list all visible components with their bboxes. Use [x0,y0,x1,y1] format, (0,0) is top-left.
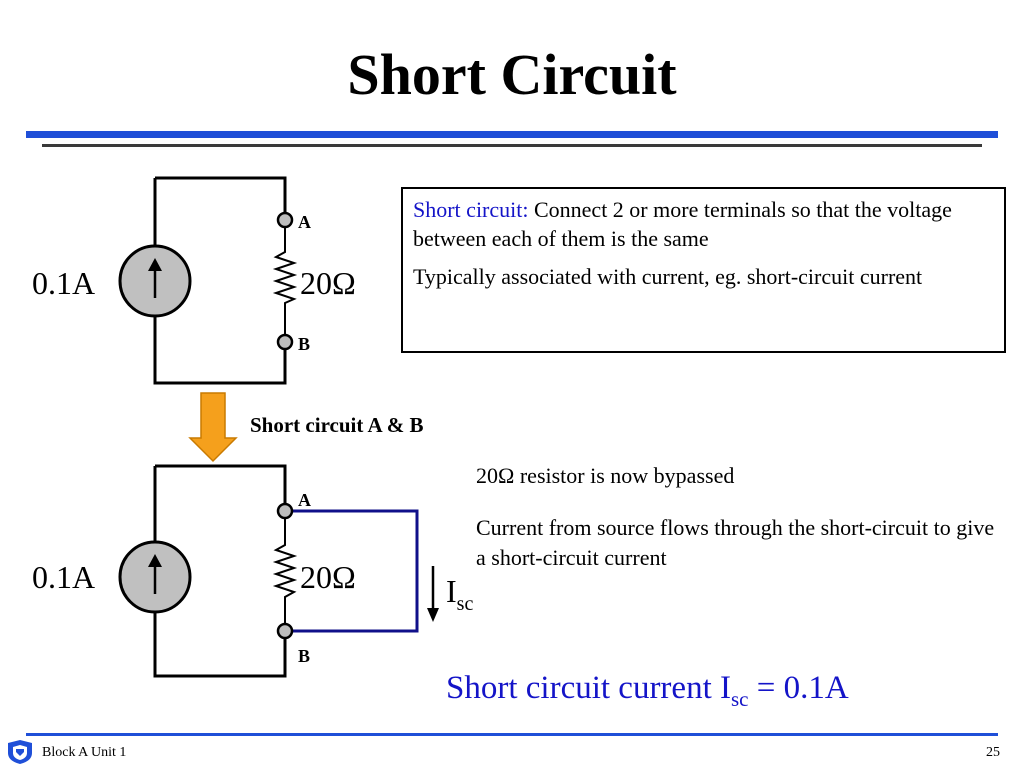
top-terminal-a [276,211,294,229]
current-flow-note: Current from source flows through the sh… [476,515,995,570]
isc-arrow-icon [427,608,439,622]
footer-course: Block A Unit 1 [42,745,127,760]
bottom-wire-lower [153,612,287,678]
title-rule-blue [26,131,998,138]
top-resistor [272,226,298,336]
bottom-source-label: 0.1A [32,559,96,595]
top-wire-lower [153,316,287,385]
bottom-wire-upper [155,464,287,505]
definition-paragraph: Short circuit: Connect 2 or more termina… [413,195,994,253]
down-arrow-icon [188,392,238,463]
short-circuit-wire [291,509,419,633]
bottom-terminal-b [276,622,294,640]
top-circuit [118,176,298,385]
slide-title: Short Circuit [347,42,677,107]
title-rule-gray [42,144,982,147]
definition-note: Typically associated with current, eg. s… [413,264,923,289]
top-source-label: 0.1A [32,265,96,301]
isc-label: Isc [446,573,473,622]
result-prefix: Short circuit current I [446,670,731,706]
transition-caption: Short circuit A & B [250,413,424,437]
top-terminal-b-label: B [298,334,311,354]
result-statement: Short circuit current Isc = 0.1A [446,668,849,719]
bottom-source-arrow-icon [148,554,162,567]
bottom-resistor [272,517,298,625]
bottom-terminal-a [276,502,294,520]
bottom-circuit [118,464,439,678]
footer-rule [26,733,998,736]
isc-subscript: sc [456,593,474,615]
bottom-terminal-a-label: A [298,490,311,510]
bottom-resistor-label: 20Ω [300,559,356,595]
top-terminal-b [276,333,294,351]
top-terminal-a-label: A [298,212,311,232]
top-resistor-label: 20Ω [300,265,356,301]
footer-page-number: 25 [986,745,1000,760]
bottom-terminal-b-label: B [298,646,311,666]
definition-term: Short circuit: [413,197,529,222]
definition-box: Short circuit: Connect 2 or more termina… [401,187,1006,353]
result-suffix: = 0.1A [748,670,849,706]
university-logo-icon [8,740,32,764]
isc-symbol: I [446,573,457,609]
definition-text: Connect 2 or more terminals so that the … [413,197,952,251]
top-wire-upper [155,176,287,214]
bypass-note: 20Ω resistor is now bypassed [476,463,735,488]
result-subscript: sc [730,687,749,711]
top-source-arrow-icon [148,258,162,271]
